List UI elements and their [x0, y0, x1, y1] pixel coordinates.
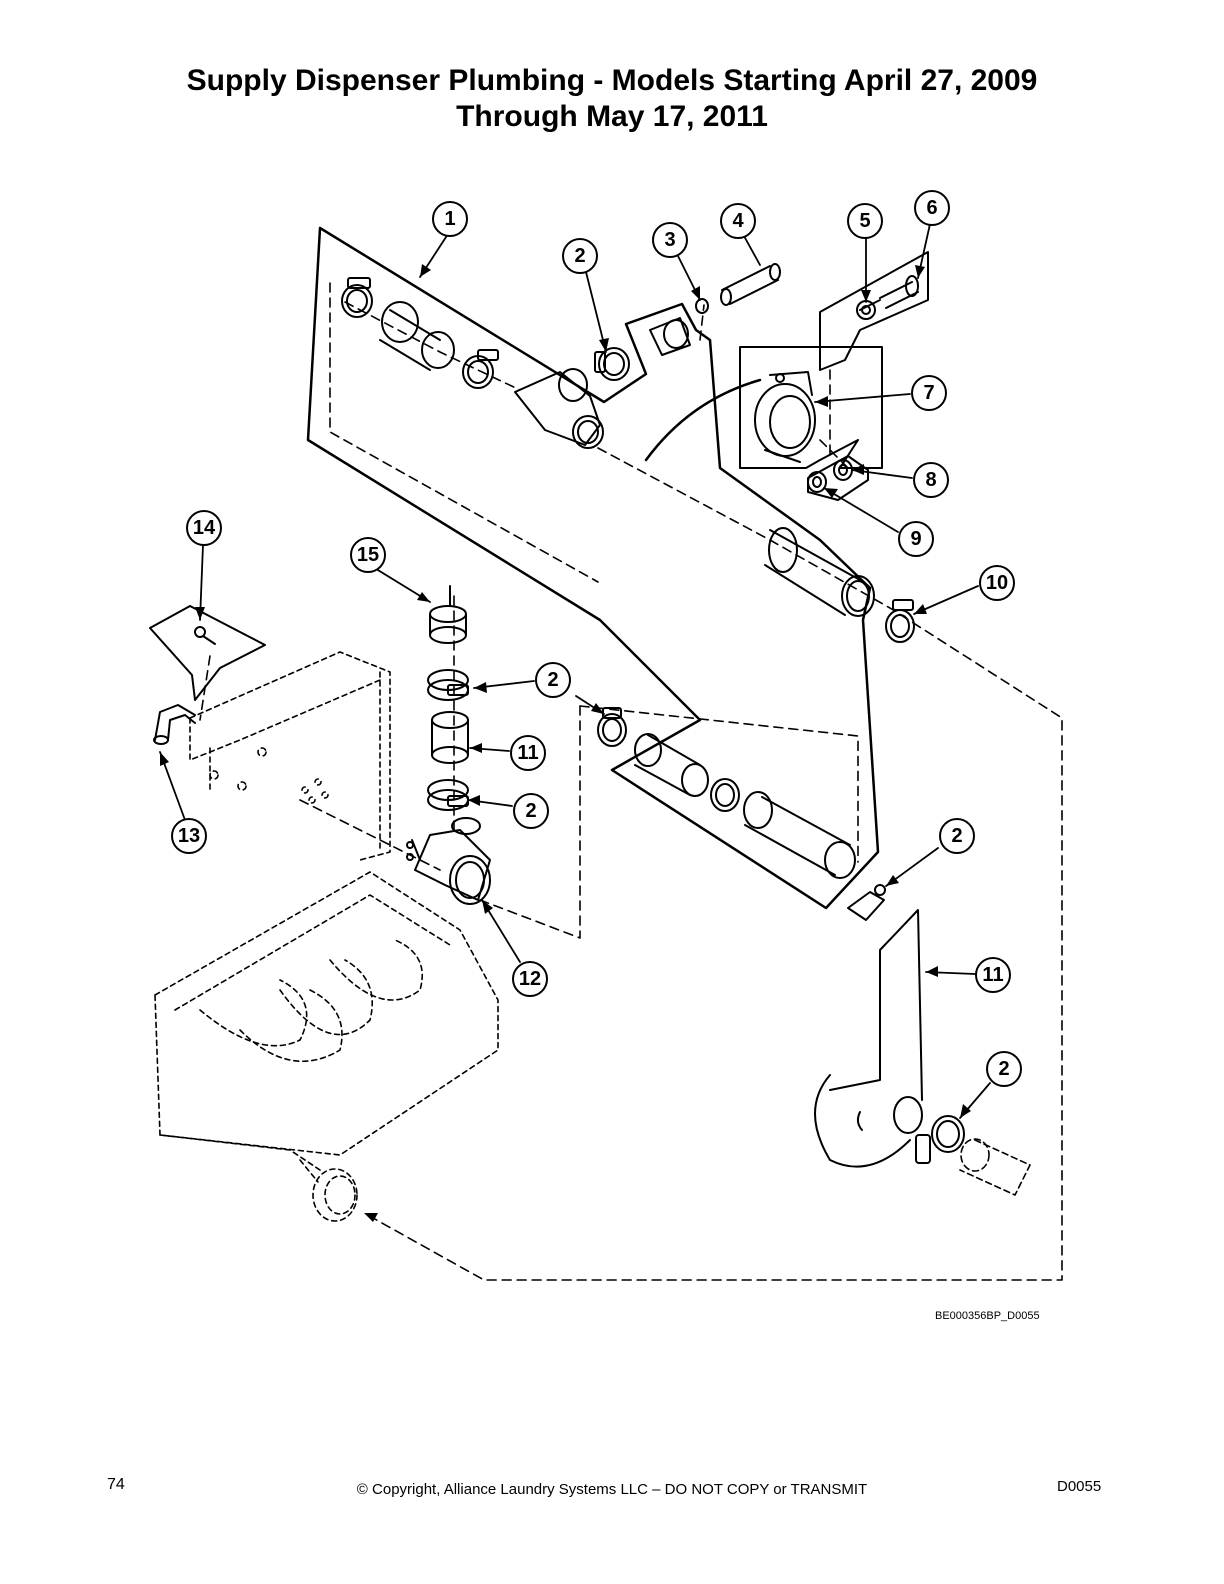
elbow-item-13 — [153, 704, 196, 745]
callout-11: 11 — [510, 735, 546, 771]
detail-box-items-5-6 — [819, 251, 929, 371]
hose-reducer — [764, 527, 875, 617]
callout-2: 2 — [535, 662, 571, 698]
coupler-item-11 — [431, 711, 469, 764]
hose-short-upper — [379, 301, 455, 371]
callout-12: 12 — [512, 961, 548, 997]
connector-dashed — [959, 1138, 1031, 1196]
callout-13: 13 — [171, 818, 207, 854]
clamp-item-2-middle — [597, 707, 627, 747]
clamp-item-2-right — [915, 1115, 965, 1164]
hose-lower-1 — [634, 733, 709, 797]
detail-box-items-7-9 — [739, 346, 883, 469]
screw-item-14 — [194, 626, 216, 645]
clamp-lower-middle — [710, 778, 740, 812]
callout-2: 2 — [513, 793, 549, 829]
leader-arrowheads — [160, 264, 971, 1222]
dispenser-housing-phantom — [189, 651, 391, 861]
hose-lower-2 — [743, 791, 856, 879]
clamp-item-2-vertical-bottom — [427, 779, 469, 811]
callout-9: 9 — [898, 521, 934, 557]
cap-item-3-fitting — [649, 298, 709, 356]
detail-box-small — [807, 455, 869, 501]
drain-hose-item-11 — [814, 909, 923, 1168]
callout-15: 15 — [350, 537, 386, 573]
tee-fitting-upper — [514, 368, 604, 449]
clamp-upper-left — [341, 277, 373, 318]
callout-8: 8 — [913, 462, 949, 498]
clamp-item-10 — [885, 599, 915, 643]
tub-housing-phantom — [154, 871, 499, 1222]
callout-2: 2 — [562, 238, 598, 274]
callout-14: 14 — [186, 510, 222, 546]
callout-1: 1 — [432, 201, 468, 237]
page-title-line-1: Supply Dispenser Plumbing - Models Start… — [186, 64, 1038, 97]
page-number: 74 — [107, 1476, 125, 1493]
detail-box-item-14 — [149, 605, 266, 701]
hose-item-4 — [720, 263, 781, 306]
page-title-line-2: Through May 17, 2011 — [456, 100, 768, 133]
assembly-outline-upper — [306, 226, 880, 910]
hose-curve — [644, 378, 762, 462]
valve-item-12 — [406, 817, 491, 905]
callout-4: 4 — [720, 203, 756, 239]
nipple-item-2-lower — [847, 884, 886, 921]
callout-5: 5 — [847, 203, 883, 239]
callout-7: 7 — [911, 375, 947, 411]
cap-item-15 — [429, 585, 467, 644]
callout-11: 11 — [975, 957, 1011, 993]
clamp-item-2-upper — [594, 347, 630, 381]
callout-3: 3 — [652, 222, 688, 258]
document-id: D0055 — [1057, 1478, 1102, 1495]
clamp-upper-middle — [462, 349, 499, 389]
clamp-item-2-vertical-top — [427, 669, 469, 701]
nut-item-9 — [807, 471, 827, 493]
drawing-code: BE000356BP_D0055 — [935, 1310, 1040, 1322]
callout-2: 2 — [939, 818, 975, 854]
copyright-notice: © Copyright, Alliance Laundry Systems LL… — [356, 1481, 868, 1498]
callout-10: 10 — [979, 565, 1015, 601]
callout-2: 2 — [986, 1051, 1022, 1087]
bracket-item-7 — [754, 371, 816, 463]
callout-6: 6 — [914, 190, 950, 226]
